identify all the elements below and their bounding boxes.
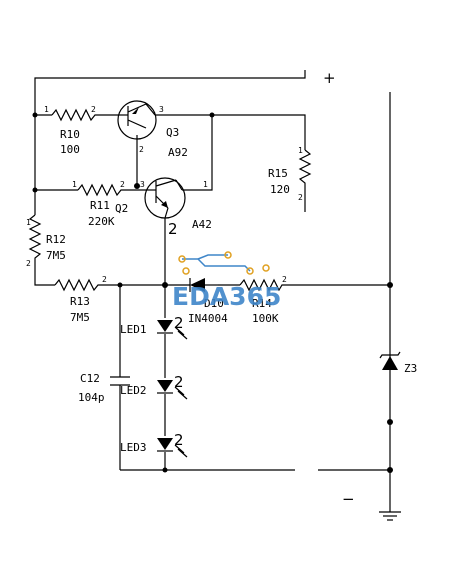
junction xyxy=(387,467,393,473)
resistor-r11 xyxy=(77,183,125,197)
pin-label-large: 2 xyxy=(174,373,184,391)
pin-label-large: 2 xyxy=(174,431,184,449)
q3-name: Q3 xyxy=(166,126,179,139)
eda365-watermark-logo: EDA365 xyxy=(172,251,281,311)
q2-value: A42 xyxy=(192,218,212,231)
watermark-text: EDA365 xyxy=(172,282,281,311)
q2-name: Q2 xyxy=(115,202,128,215)
led1-name: LED1 xyxy=(120,323,147,336)
pin-label: 2 xyxy=(139,145,144,154)
terminal-minus: − xyxy=(342,490,355,508)
terminal-plus: + xyxy=(323,69,336,87)
r14-value: 100K xyxy=(252,312,279,325)
z3-name: Z3 xyxy=(404,362,417,375)
r10-value: 100 xyxy=(60,143,80,156)
pin-label: 2 xyxy=(120,180,125,189)
wire-q3-collector xyxy=(155,114,306,150)
junction xyxy=(32,187,38,193)
pin-label: 2 xyxy=(298,193,303,202)
q3-value: A92 xyxy=(168,146,188,159)
r15-name: R15 xyxy=(268,167,288,180)
junction xyxy=(209,112,215,118)
r13-name: R13 xyxy=(70,295,90,308)
pin-label: 2 xyxy=(91,105,96,114)
diode-d10 xyxy=(189,278,218,292)
led-1 xyxy=(157,320,188,340)
pin-label-large: 2 xyxy=(168,220,178,238)
pin-label: 1 xyxy=(44,105,49,114)
r14-name: R14 xyxy=(252,297,272,310)
wires xyxy=(34,70,391,510)
pin-label: 3 xyxy=(159,105,164,114)
junction xyxy=(32,112,38,118)
resistor-r13 xyxy=(54,278,100,292)
r10-name: R10 xyxy=(60,128,80,141)
d10-value: IN4004 xyxy=(188,312,228,325)
wire-q2-collector xyxy=(182,115,213,191)
junction xyxy=(134,183,140,189)
wire-left-lower xyxy=(34,262,55,286)
pin-label: 1 xyxy=(26,218,31,227)
pin-label: 3 xyxy=(140,180,145,189)
pin-label: 1 xyxy=(203,180,208,189)
d10-name: D10 xyxy=(204,297,224,310)
resistor-r12 xyxy=(28,214,42,262)
junction xyxy=(387,419,393,425)
wire-top-rail xyxy=(34,70,306,115)
r12-value: 7M5 xyxy=(46,249,66,262)
r11-value: 220K xyxy=(88,215,115,228)
junction xyxy=(387,282,393,288)
r12-name: R12 xyxy=(46,233,66,246)
led3-name: LED3 xyxy=(120,441,147,454)
ground-icon xyxy=(379,510,401,521)
resistor-r15 xyxy=(298,149,312,185)
pin-label: 1 xyxy=(298,146,303,155)
led-3 xyxy=(157,438,188,458)
junction xyxy=(117,282,123,288)
junctions xyxy=(32,112,393,473)
junction xyxy=(162,282,168,288)
zener-z3 xyxy=(379,351,401,370)
pin-label: 1 xyxy=(72,180,77,189)
r15-value: 120 xyxy=(270,183,290,196)
pin-label: 2 xyxy=(102,275,107,284)
transistor-q2 xyxy=(144,177,186,219)
r11-name: R11 xyxy=(90,199,110,212)
c12-value: 104p xyxy=(78,391,105,404)
capacitor-c12 xyxy=(110,376,130,386)
pin-label: 2 xyxy=(26,259,31,268)
resistor-r14 xyxy=(239,278,284,292)
c12-name: C12 xyxy=(80,372,100,385)
led2-name: LED2 xyxy=(120,384,147,397)
transistor-q3 xyxy=(117,100,157,140)
led-2 xyxy=(157,380,188,400)
pin-label: 2 xyxy=(282,275,287,284)
junction xyxy=(162,467,168,473)
resistor-r10 xyxy=(51,108,98,122)
pin-label-large: 2 xyxy=(174,314,184,332)
r13-value: 7M5 xyxy=(70,311,90,324)
